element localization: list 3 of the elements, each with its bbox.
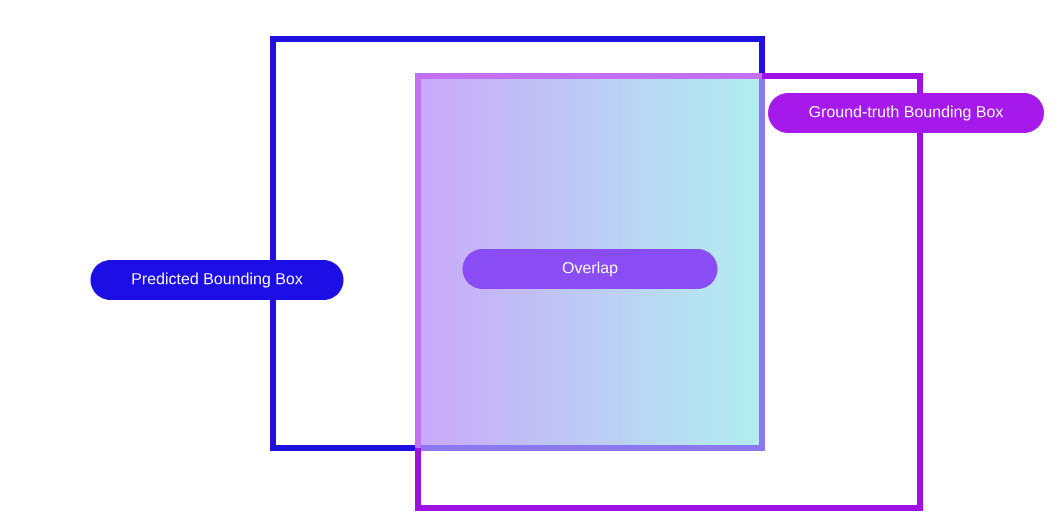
label-pill: Ground-truth Bounding Box (768, 93, 1044, 133)
label-pill: Overlap (462, 249, 718, 289)
label-pill: Predicted Bounding Box (90, 260, 344, 300)
